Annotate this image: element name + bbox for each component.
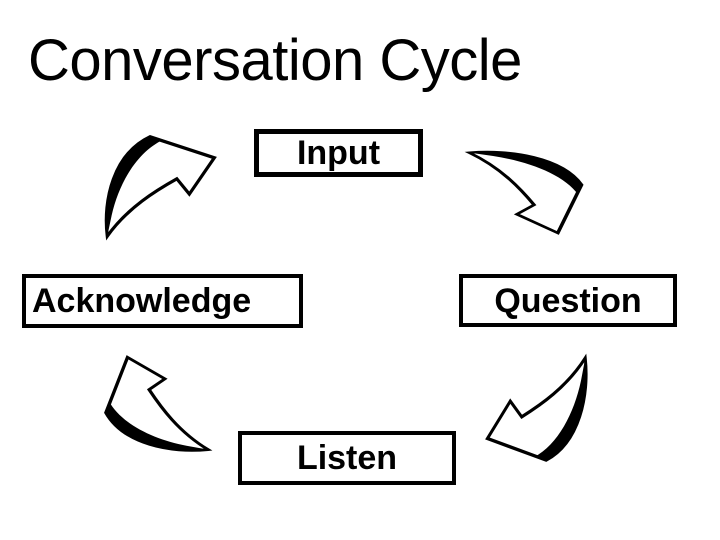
arrow-shadow	[469, 152, 582, 195]
slide-title: Conversation Cycle	[28, 28, 522, 93]
arrow-listen-to-acknowledge-icon	[104, 355, 213, 452]
arrow-input-to-question-icon	[464, 150, 584, 235]
arrow-shadow	[533, 357, 587, 461]
arrow-body	[464, 150, 584, 235]
arrow-acknowledge-to-input-icon	[104, 134, 217, 241]
node-input-label: Input	[296, 134, 381, 172]
arrow-question-to-listen-icon	[485, 353, 588, 462]
node-acknowledge: Acknowledge	[22, 274, 303, 328]
arrow-body	[104, 355, 213, 452]
arrow-shadow	[106, 136, 164, 237]
node-input: Input	[254, 129, 423, 177]
node-listen-label: Listen	[296, 439, 398, 477]
arrow-body	[485, 353, 588, 462]
arrow-shadow	[105, 401, 209, 451]
node-acknowledge-label: Acknowledge	[32, 282, 252, 320]
node-question-label: Question	[494, 281, 642, 320]
node-question: Question	[459, 274, 677, 327]
node-listen: Listen	[238, 431, 456, 485]
arrow-body	[104, 134, 217, 241]
